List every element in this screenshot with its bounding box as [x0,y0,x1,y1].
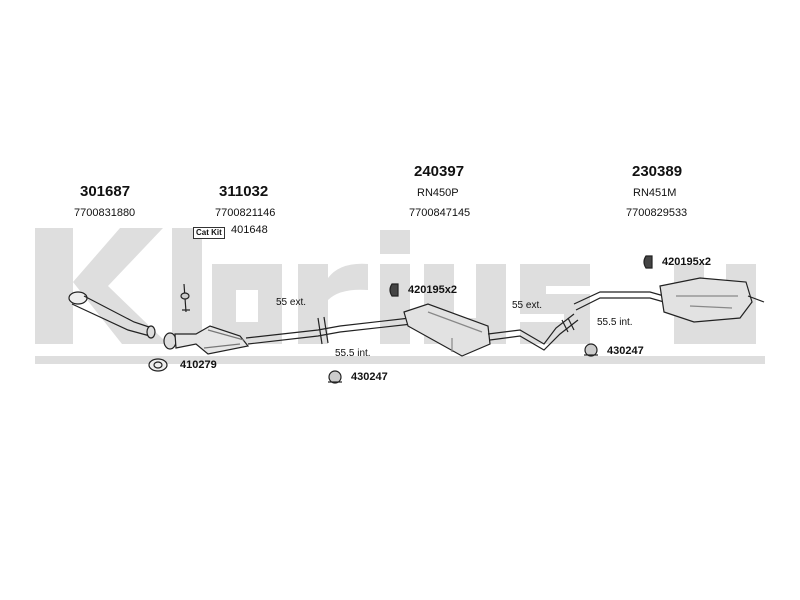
cat-kit-badge: Cat Kit [193,227,225,239]
hanger-icon [643,255,653,269]
right-ext-dimension: 55 ext. [512,300,543,311]
centre-box-ref: RN450P [417,187,459,199]
rear-silencer-icon [659,277,765,323]
left-ext-dimension: 55 ext. [276,297,307,308]
right-int-dimension: 55.5 int. [597,317,633,328]
centre-silencer-icon [403,303,491,357]
clamp-left-number: 430247 [351,371,388,383]
hanger-centre-number: 420195x2 [408,284,457,296]
rear-box-part-number: 230389 [632,163,683,180]
gasket-icon [148,358,168,372]
catalyst-oem-number: 7700821146 [215,207,276,219]
hanger-rear-number: 420195x2 [662,256,711,268]
front-pipe-icon [68,291,156,339]
catalyst-icon [163,325,250,355]
lambda-sensor-icon [180,283,190,313]
clamp-icon [328,370,342,384]
left-int-dimension: 55.5 int. [335,348,371,359]
rear-box-oem-number: 7700829533 [626,207,688,219]
rear-box-ref: RN451M [633,187,677,199]
clamp-icon [584,343,598,357]
hanger-icon [389,283,399,297]
cat-kit-number: 401648 [231,224,268,236]
front-pipe-part-number: 301687 [80,183,131,200]
centre-box-oem-number: 7700847145 [409,207,471,219]
gasket-number: 410279 [180,359,217,371]
catalyst-part-number: 311032 [219,183,269,200]
front-pipe-oem-number: 7700831880 [74,207,136,219]
centre-box-part-number: 240397 [414,163,465,180]
clamp-right-number: 430247 [607,345,644,357]
